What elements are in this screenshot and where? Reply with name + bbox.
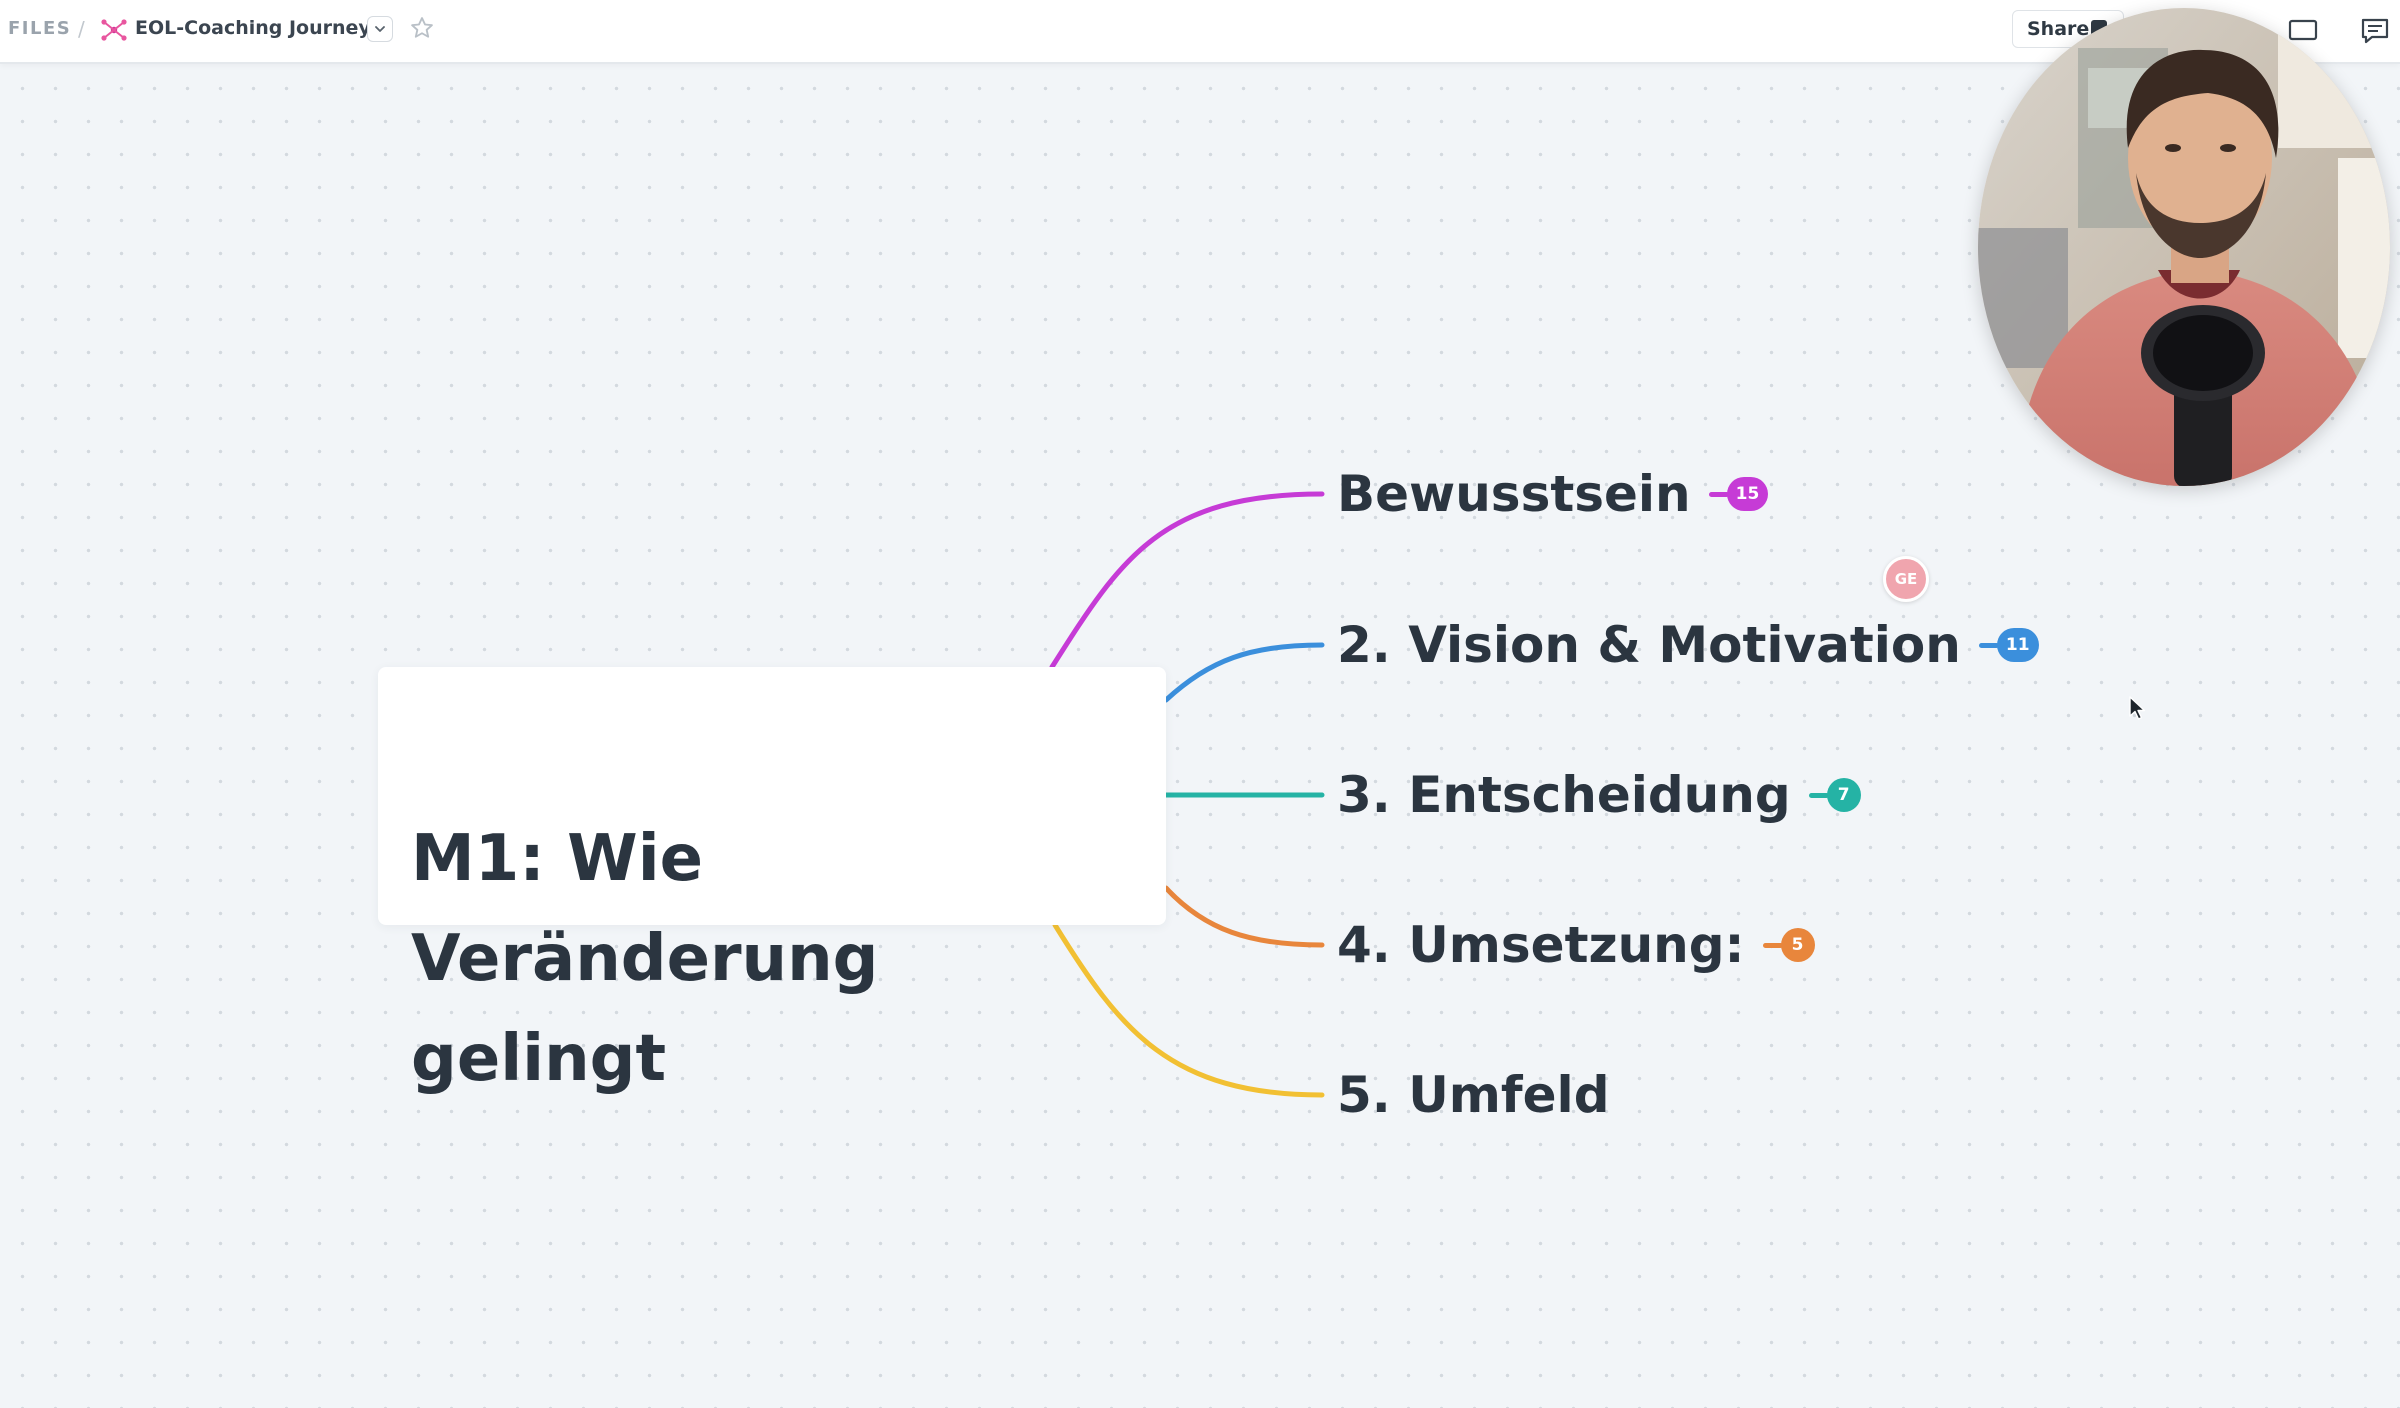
branch-tail [1762, 942, 1783, 948]
top-bar: FILES / EOL-Coaching Journey Share [0, 0, 2400, 64]
root-node-text: M1: Wie Veränderung gelingt [411, 822, 879, 1096]
presenter-video-frame [1978, 8, 2390, 486]
star-icon [411, 17, 433, 38]
share-button-label: Share [2027, 18, 2090, 40]
branch-tail [1808, 792, 1829, 798]
child-count-badge[interactable]: 5 [1780, 928, 1815, 962]
present-icon [2288, 19, 2318, 41]
collaborator-avatar[interactable]: GE [1883, 556, 1929, 602]
webcam-video [1978, 8, 2390, 486]
branch-tail [1978, 642, 1999, 648]
branch-node-umfeld[interactable]: 5. Umfeld [1337, 1060, 1610, 1130]
branch-label: 2. Vision & Motivation [1337, 616, 1961, 674]
branch-label: 5. Umfeld [1337, 1066, 1610, 1124]
favorite-button[interactable] [408, 14, 436, 42]
document-title[interactable]: EOL-Coaching Journey [135, 17, 371, 39]
comment-icon [2361, 18, 2389, 44]
branch-node-bewusstsein[interactable]: Bewusstsein 15 [1337, 459, 1769, 529]
branch-node-vision-motivation[interactable]: 2. Vision & Motivation 11 [1337, 610, 2039, 680]
branch-node-entscheidung[interactable]: 3. Entscheidung 7 [1337, 760, 1861, 830]
mindmap-icon [100, 16, 128, 44]
breadcrumb-files[interactable]: FILES [8, 18, 72, 39]
comments-button[interactable] [2358, 14, 2392, 48]
child-count-badge[interactable]: 7 [1826, 778, 1861, 812]
child-count-badge[interactable]: 15 [1726, 477, 1769, 511]
connector-umsetzung [1163, 885, 1325, 948]
root-node[interactable]: M1: Wie Veränderung gelingt [378, 667, 1166, 1096]
breadcrumb-separator: / [78, 17, 85, 41]
document-menu-button[interactable] [367, 16, 393, 42]
branch-tail [1708, 491, 1729, 497]
chevron-down-icon [375, 26, 385, 32]
mouse-pointer-icon [2128, 696, 2148, 722]
child-count-badge[interactable]: 11 [1996, 628, 2039, 662]
connector-vision [1163, 642, 1325, 703]
branch-label: 3. Entscheidung [1337, 766, 1791, 824]
present-button[interactable] [2286, 14, 2320, 48]
connector-umfeld [1052, 922, 1325, 1098]
branch-node-umsetzung[interactable]: 4. Umsetzung: 5 [1337, 910, 1815, 980]
connector-bewusstsein [1049, 491, 1325, 670]
branch-label: Bewusstsein [1337, 465, 1691, 523]
branch-label: 4. Umsetzung: [1337, 916, 1745, 974]
